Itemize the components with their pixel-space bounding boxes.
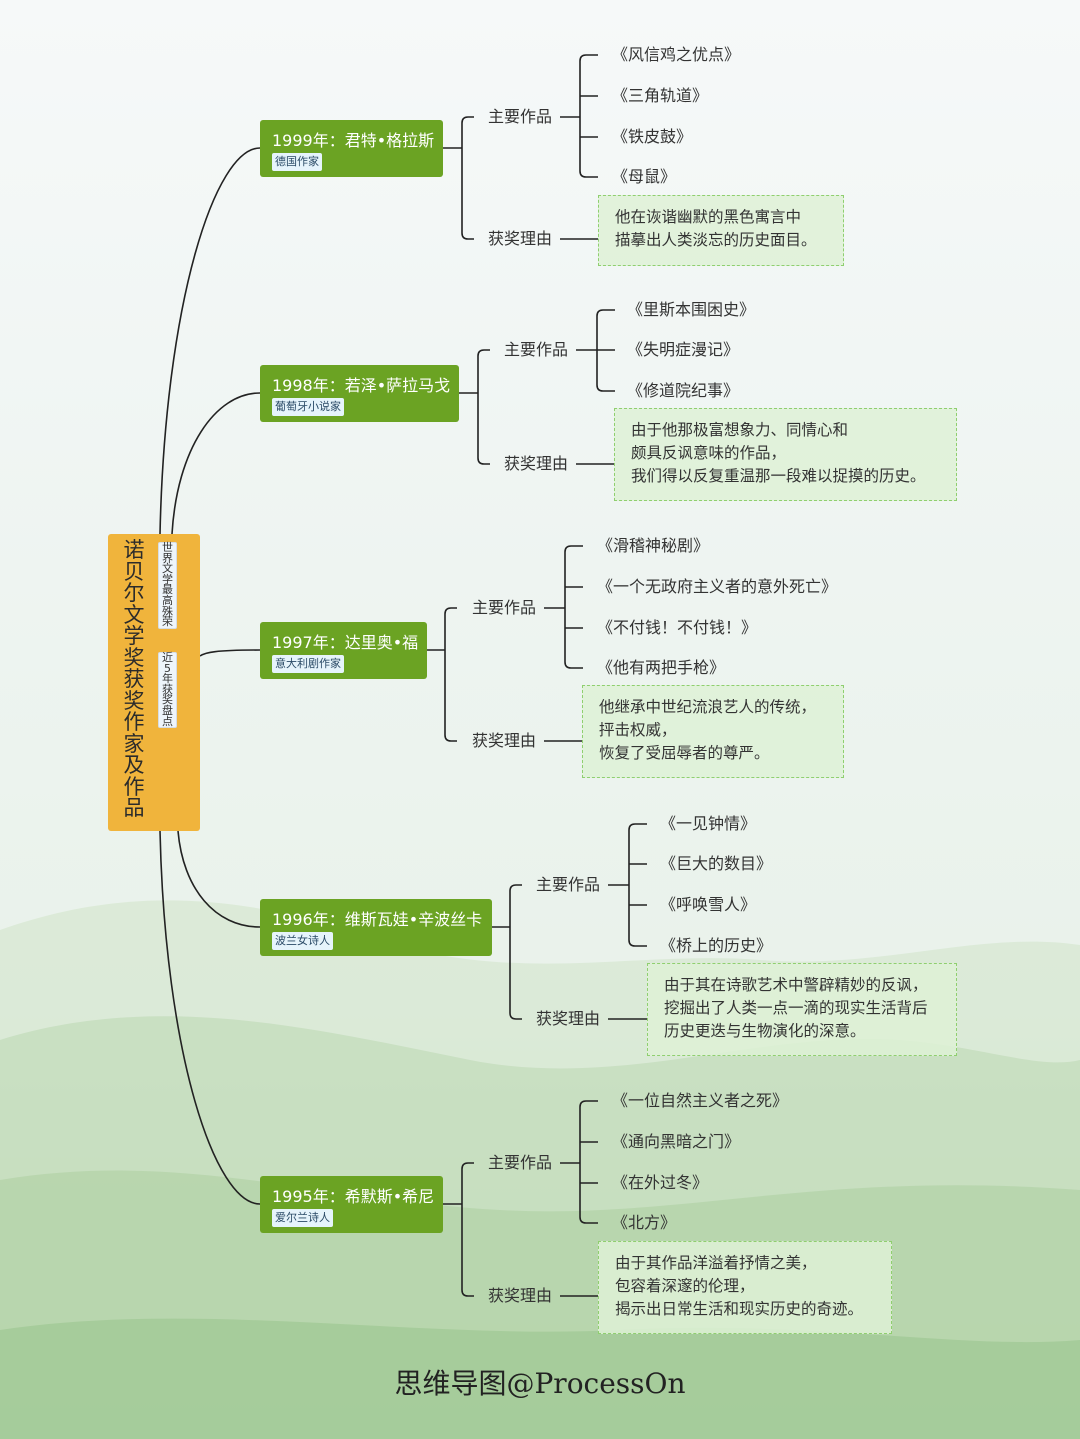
author-node-4[interactable]: 1996年：维斯瓦娃•辛波丝卡波兰女诗人 bbox=[260, 899, 492, 956]
author-name: 1997年：达里奥•福 bbox=[272, 633, 419, 652]
works-label[interactable]: 主要作品 bbox=[472, 598, 537, 617]
author-tag: 葡萄牙小说家 bbox=[272, 398, 344, 416]
root-title: 诺贝尔文学奖获奖作家及作品 bbox=[123, 538, 145, 820]
author-node-5[interactable]: 1995年：希默斯•希尼爱尔兰诗人 bbox=[260, 1176, 443, 1233]
works-label[interactable]: 主要作品 bbox=[488, 1153, 553, 1172]
works-label[interactable]: 主要作品 bbox=[536, 875, 601, 894]
reason-label[interactable]: 获奖理由 bbox=[472, 731, 537, 750]
author-bracket-1 bbox=[461, 116, 474, 240]
reason-box: 他继承中世纪流浪艺人的传统， 抨击权威， 恢复了受屈辱者的尊严。 bbox=[582, 685, 844, 778]
works-bracket-4 bbox=[628, 823, 647, 947]
works-bracket-3 bbox=[564, 545, 583, 669]
reason-box: 由于他那极富想象力、同情心和 颇具反讽意味的作品， 我们得以反复重温那一段难以捉… bbox=[614, 408, 957, 501]
works-label[interactable]: 主要作品 bbox=[488, 107, 553, 126]
author-bracket-5 bbox=[461, 1162, 474, 1297]
reason-label[interactable]: 获奖理由 bbox=[504, 454, 569, 473]
root-connector-5 bbox=[159, 830, 261, 1205]
watermark: 思维导图@ProcessOn bbox=[394, 1367, 686, 1400]
reason-box: 他在诙谐幽默的黑色寓言中 描摹出人类淡忘的历史面目。 bbox=[598, 195, 844, 266]
work-item[interactable]: 《一位自然主义者之死》 bbox=[612, 1091, 789, 1110]
root-tag-recent: 近5年获奖盘点 bbox=[158, 652, 177, 729]
works-bracket-5 bbox=[579, 1100, 598, 1224]
reason-label[interactable]: 获奖理由 bbox=[536, 1009, 601, 1028]
root-connector-2 bbox=[171, 392, 261, 535]
work-item[interactable]: 《滑稽神秘剧》 bbox=[597, 536, 710, 555]
work-item[interactable]: 《母鼠》 bbox=[612, 167, 677, 186]
work-item[interactable]: 《三角轨道》 bbox=[612, 86, 709, 105]
work-item[interactable]: 《巨大的数目》 bbox=[660, 854, 773, 873]
author-name: 1996年：维斯瓦娃•辛波丝卡 bbox=[272, 910, 483, 929]
work-item[interactable]: 《北方》 bbox=[612, 1213, 677, 1232]
reason-label[interactable]: 获奖理由 bbox=[488, 1286, 553, 1305]
author-bracket-4 bbox=[509, 884, 522, 1020]
root-tag-honor: 世界文学最高殊荣 bbox=[158, 542, 177, 629]
works-label[interactable]: 主要作品 bbox=[504, 340, 569, 359]
work-item[interactable]: 《在外过冬》 bbox=[612, 1173, 709, 1192]
work-item[interactable]: 《修道院纪事》 bbox=[627, 381, 740, 400]
work-item[interactable]: 《里斯本围困史》 bbox=[627, 300, 756, 319]
reason-box: 由于其在诗歌艺术中警辟精妙的反讽， 挖掘出了人类一点一滴的现实生活背后 历史更迭… bbox=[647, 963, 957, 1056]
author-node-1[interactable]: 1999年：君特•格拉斯德国作家 bbox=[260, 120, 443, 177]
root-node[interactable]: 诺贝尔文学奖获奖作家及作品 bbox=[108, 534, 200, 831]
root-connector-1 bbox=[159, 147, 261, 535]
work-item[interactable]: 《通向黑暗之门》 bbox=[612, 1132, 741, 1151]
work-item[interactable]: 《失明症漫记》 bbox=[627, 340, 740, 359]
author-node-2[interactable]: 1998年：若泽•萨拉马戈葡萄牙小说家 bbox=[260, 365, 459, 422]
author-tag: 意大利剧作家 bbox=[272, 655, 344, 673]
work-item[interactable]: 《他有两把手枪》 bbox=[597, 658, 726, 677]
author-name: 1999年：君特•格拉斯 bbox=[272, 131, 435, 150]
root-connector-3 bbox=[199, 649, 261, 657]
reason-box: 由于其作品洋溢着抒情之美， 包容着深邃的伦理， 揭示出日常生活和现实历史的奇迹。 bbox=[598, 1241, 892, 1334]
author-name: 1998年：若泽•萨拉马戈 bbox=[272, 376, 451, 395]
work-item[interactable]: 《一个无政府主义者的意外死亡》 bbox=[597, 577, 838, 596]
author-tag: 德国作家 bbox=[272, 153, 322, 171]
author-tag: 波兰女诗人 bbox=[272, 932, 333, 950]
work-item[interactable]: 《呼唤雪人》 bbox=[660, 895, 757, 914]
author-bracket-3 bbox=[444, 607, 457, 742]
author-bracket-2 bbox=[477, 349, 490, 465]
works-bracket-1 bbox=[579, 54, 598, 178]
author-node-3[interactable]: 1997年：达里奥•福意大利剧作家 bbox=[260, 622, 427, 679]
work-item[interactable]: 《风信鸡之优点》 bbox=[612, 45, 741, 64]
author-tag: 爱尔兰诗人 bbox=[272, 1209, 333, 1227]
work-item[interactable]: 《铁皮鼓》 bbox=[612, 127, 693, 146]
root-connector-4 bbox=[177, 830, 261, 928]
work-item[interactable]: 《不付钱！不付钱！》 bbox=[597, 618, 758, 637]
reason-label[interactable]: 获奖理由 bbox=[488, 229, 553, 248]
work-item[interactable]: 《桥上的历史》 bbox=[660, 936, 773, 955]
work-item[interactable]: 《一见钟情》 bbox=[660, 814, 757, 833]
author-name: 1995年：希默斯•希尼 bbox=[272, 1187, 435, 1206]
